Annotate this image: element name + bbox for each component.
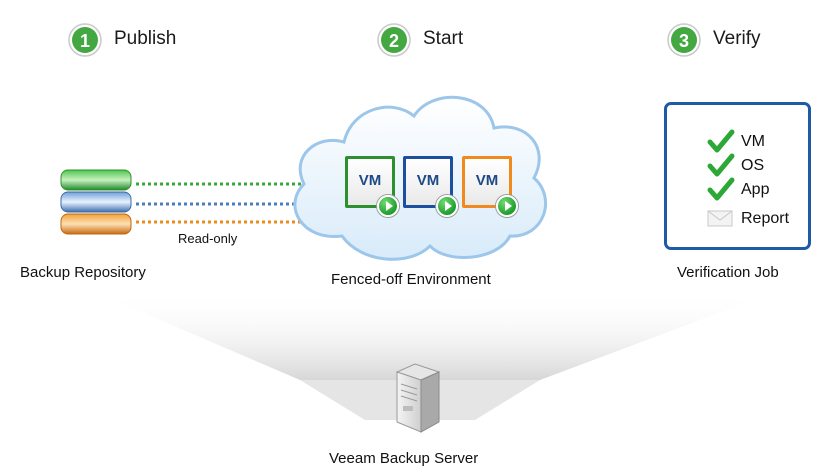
envelope-icon bbox=[707, 210, 733, 227]
check-label: App bbox=[741, 181, 770, 198]
checkmark-icon bbox=[707, 177, 735, 201]
play-icon bbox=[377, 195, 399, 217]
step-number: 1 bbox=[80, 31, 90, 51]
step-number: 2 bbox=[389, 31, 399, 51]
vm-label: VM bbox=[416, 172, 440, 189]
fenced-off-environment-label: Fenced-off Environment bbox=[331, 271, 491, 288]
backup-repository-label: Backup Repository bbox=[20, 264, 146, 281]
vm-label: VM bbox=[358, 172, 382, 189]
step-title: Verify bbox=[713, 28, 761, 49]
verification-job-label: Verification Job bbox=[677, 264, 779, 281]
check-label: Report bbox=[741, 210, 790, 227]
step-badge-icon: 1 bbox=[68, 23, 102, 57]
backup-repository-icon bbox=[60, 169, 132, 235]
step-badge-icon: 2 bbox=[377, 23, 411, 57]
check-label: OS bbox=[741, 157, 765, 174]
checkmark-icon bbox=[707, 153, 735, 177]
step-title: Start bbox=[423, 28, 464, 49]
read-only-label: Read-only bbox=[178, 231, 238, 246]
play-icon bbox=[436, 195, 458, 217]
vm-label: VM bbox=[475, 172, 499, 189]
step-badge-icon: 3 bbox=[667, 23, 701, 57]
play-icon bbox=[496, 195, 518, 217]
check-label: VM bbox=[741, 133, 765, 150]
step-number: 3 bbox=[679, 31, 689, 51]
veeam-backup-server-label: Veeam Backup Server bbox=[329, 450, 479, 467]
step-title: Publish bbox=[114, 28, 177, 49]
server-icon bbox=[395, 363, 441, 433]
checkmark-icon bbox=[707, 129, 735, 153]
vm-orange: VM bbox=[462, 156, 512, 208]
verification-panel: VM OS App Report bbox=[664, 102, 811, 250]
read-only-connections bbox=[136, 182, 302, 224]
